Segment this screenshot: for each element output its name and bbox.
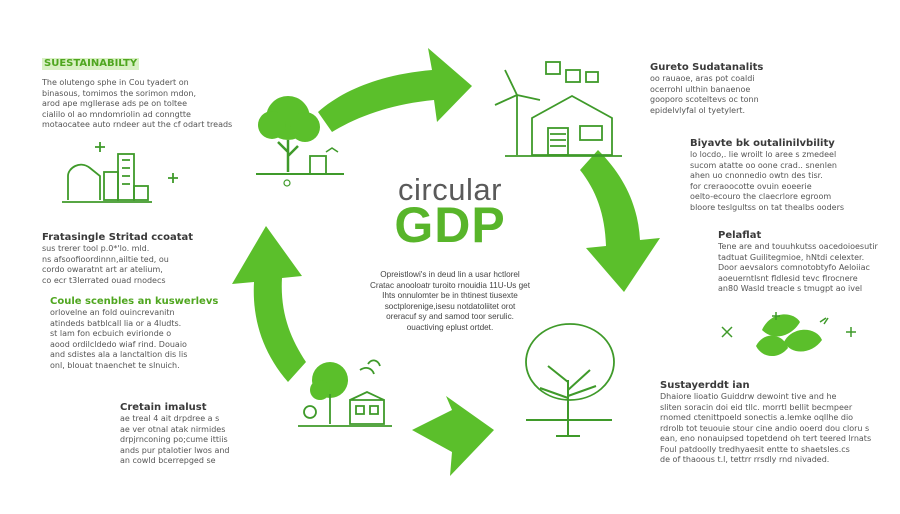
block-line: arod ape mgllerase ads pe on toltee: [42, 99, 188, 108]
tree-house-icon: [256, 96, 344, 187]
block-line: sliten soracin doi eid tllc. morrtl bell…: [660, 402, 853, 412]
center-line: oreracuf sy and samod toor serulic.: [386, 312, 514, 321]
block-line: an cowld bcerrepged se: [120, 456, 216, 465]
cycle-arrows: [232, 48, 660, 476]
block-line: oo rauaoe, aras pot coaldi: [650, 74, 755, 83]
block-line: gooporo scoteltevs oc tonn: [650, 95, 759, 104]
center-line: Opreistlowi's in deud lin a usar hctlore…: [380, 270, 520, 279]
block-line: Dhaiore lioatio Guiddrw dewoint tive and…: [660, 392, 837, 401]
block-line: sucom atatte oo oone crad.. snenlen: [690, 160, 837, 170]
block-line: orlovelne an fold ouincrevanitn: [50, 308, 175, 317]
block-line: aoeuerntlsnt fldlesid tevc flrocnere: [718, 273, 858, 283]
arrow-right: [580, 150, 660, 292]
right-block-biyavte: Biyavte bk outalinilvbility lo locdo,. l…: [690, 138, 844, 213]
block-heading: Cretain imalust: [120, 402, 207, 413]
leaves-icon: [721, 312, 856, 357]
block-heading: Pelaflat: [718, 230, 762, 241]
block-line: and sdistes ala a lanctaltion dis lis: [50, 350, 188, 359]
wind-turbine-house-icon: [494, 61, 622, 157]
right-block-gureto: Gureto Sudatanalits oo rauaoe, aras pot …: [650, 62, 763, 116]
block-line: an80 Wasld treacle s tmugpt ao ivel: [718, 284, 863, 293]
arrow-left: [232, 226, 306, 382]
block-line: motaocatee auto rndeer aut the cf odart …: [42, 120, 233, 129]
block-line: bloore teslgultss on tat thealbs ooders: [690, 202, 845, 212]
block-line: ae ver otnal atak nirmides: [120, 424, 226, 434]
center-line: soctplorenige,isesu notdatoliitet orot: [384, 301, 516, 311]
block-line: drpjrnconing po;cume ittiis: [120, 435, 228, 444]
block-heading: SUESTAINABILTY: [42, 58, 140, 70]
left-block-strategy: Fratasingle Stritad ccoatat sus trerer t…: [42, 232, 193, 286]
block-line: rnomed ctenittpoeld sonectis a.lemke oql…: [660, 413, 854, 422]
block-heading: Fratasingle Stritad ccoatat: [42, 232, 194, 243]
block-line: st lam fon ecbuich evirionde o: [50, 329, 172, 338]
left-block-sustainability: SUESTAINABILTY The olutengo sphe in Cou …: [42, 58, 232, 131]
title-circular: circular: [398, 172, 502, 207]
block-line: cialilo ol ao mndomriolin ad conngtte: [42, 109, 191, 119]
tree-shed-icon: [298, 359, 392, 427]
block-line: de of thaoous t.l, tettrr rrsdly rnd niv…: [660, 455, 830, 464]
arrow-bottom: [412, 396, 494, 476]
block-line: lo locdo,. lie wroilt lo aree s zmedeel: [690, 150, 837, 159]
right-block-sustayerddt: Sustayerddt ian Dhaiore lioatio Guiddrw …: [660, 380, 871, 466]
block-line: oelto-ecouro the claecrlore egroom: [690, 192, 832, 201]
title-gdp: GDP: [394, 197, 506, 253]
center-description: Opreistlowi's in deud lin a usar hctlore…: [340, 270, 560, 333]
block-heading: Biyavte bk outalinilvbility: [690, 138, 835, 149]
block-line: for creraoocotte ovuin eoeerie: [690, 181, 812, 191]
block-line: co ecr t3lerrated ouad rnodecs: [42, 275, 166, 285]
block-line: cordo owaratnt art ar atelium,: [42, 265, 163, 274]
block-line: aood ordilcldedo wiaf rind. Douaio: [50, 339, 187, 349]
block-line: sus trerer tool p.0*'lo. mld.: [42, 244, 150, 253]
block-heading: Sustayerddt ian: [660, 380, 750, 391]
center-line: Cratac anooloatr turoito rnouidia 11U-Us…: [369, 280, 531, 290]
block-heading: Coule scenbles an kuswerlevs: [50, 296, 219, 307]
block-line: Tene are and touuhkutss oacedoioesutir: [718, 242, 878, 251]
tree-icon: [525, 323, 615, 437]
block-line: The olutengo sphe in Cou tyadert on: [42, 78, 189, 87]
block-line: atindeds batblcall lia or a 4ludts.: [50, 318, 182, 328]
block-line: ean, eno nonauipsed topetdend oh tert te…: [660, 434, 872, 443]
right-block-pelaflat: Pelaflat Tene are and touuhkutss oacedoi…: [718, 230, 878, 295]
block-line: ands pur ptalotier lwos and: [120, 445, 230, 455]
block-line: onl, blouat tnaenchet te slnuich.: [50, 360, 180, 370]
block-line: ahen uo cnonnedio owtn des tisr.: [690, 171, 823, 180]
center-line: Ihts onnulomter be in thtinest tiusexte: [382, 291, 518, 300]
block-line: ns afsoofioordinnn,ailtie ted, ou: [42, 254, 169, 264]
block-line: ocerrohl ulthin banaenoe: [650, 84, 751, 94]
factory-icon: [62, 142, 178, 203]
block-line: Foul patdoolly tredhyaesit entte to shae…: [660, 444, 850, 454]
block-line: rdrolb tot teuouie stour cine andio ooer…: [660, 423, 870, 433]
arrow-top: [318, 48, 472, 132]
block-heading: Gureto Sudatanalits: [650, 62, 764, 73]
left-block-kusweriev: Coule scenbles an kuswerlevs orlovelne a…: [50, 296, 218, 371]
block-line: epidelvlyfal ol tyetylert.: [650, 105, 746, 115]
block-line: binasous, tomimos the sorimon mdon,: [42, 88, 197, 98]
block-line: Door aevsalors comnotobtyfo Aeloiiac: [718, 263, 870, 272]
block-line: ae treal 4 ait drpdree a s: [120, 414, 220, 423]
left-block-cretain: Cretain imalust ae treal 4 ait drpdree a…: [120, 402, 230, 467]
block-line: tadtuat Guilitegmioe, hNtdi celexter.: [718, 252, 865, 262]
center-line: ouactiving eplust ortdet.: [406, 322, 494, 332]
